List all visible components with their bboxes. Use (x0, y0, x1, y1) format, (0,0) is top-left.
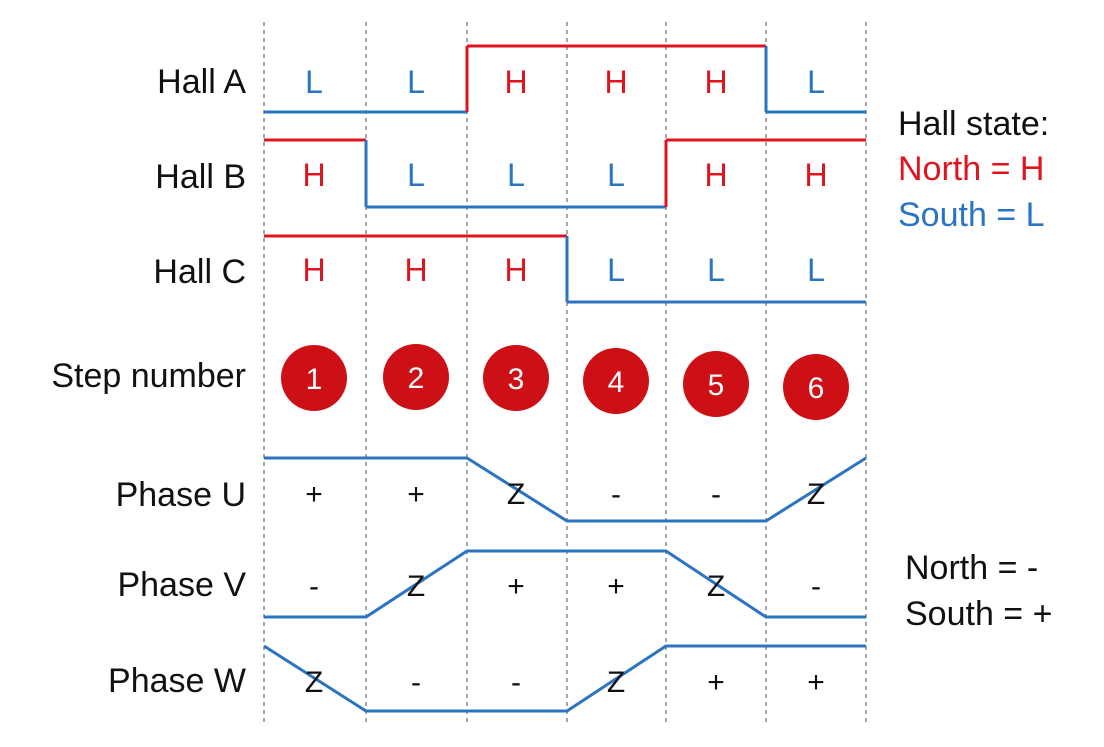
hall-c-state: L (707, 252, 725, 288)
label-hall-b: Hall B (155, 158, 246, 196)
label-phase-u: Phase U (116, 476, 246, 514)
hall-state-cells: L L H H H L H L L L H H H H H L L L (302, 64, 827, 288)
label-phase-v: Phase V (117, 566, 246, 604)
legend-hall-title: Hall state: (898, 105, 1049, 143)
step-circle (683, 351, 749, 417)
legend-phase-south: South = + (905, 595, 1052, 633)
step-number-text: 5 (708, 369, 725, 402)
hall-c-state: L (807, 252, 825, 288)
hall-a-state: H (704, 64, 727, 100)
legend-south-l: South = L (898, 196, 1045, 234)
label-hall-a: Hall A (157, 63, 246, 101)
phase-w-state: + (707, 666, 725, 699)
phase-v-waveform (264, 549, 866, 619)
hall-b-state: H (804, 157, 827, 193)
phase-w-state: - (411, 666, 421, 699)
hall-c-state: H (504, 252, 527, 288)
hall-a-state: L (807, 64, 825, 100)
step-number-text: 2 (408, 362, 425, 395)
step-circle (383, 344, 449, 410)
phase-state-cells: + + Z - - Z - Z + + Z - Z - - Z + + (305, 478, 825, 699)
step-number-text: 1 (306, 363, 323, 396)
phase-u-state: + (305, 478, 323, 511)
phase-u-state: - (711, 478, 721, 511)
step-2-marker: 2 (383, 344, 449, 410)
label-step-number: Step number (51, 357, 246, 395)
step-circle (583, 348, 649, 414)
hall-b-state: H (704, 157, 727, 193)
hall-a-state: H (604, 64, 627, 100)
phase-v-state: + (507, 570, 525, 603)
label-phase-w: Phase W (108, 662, 246, 700)
phase-w-state: - (511, 666, 521, 699)
hall-a-state: L (305, 64, 323, 100)
step-circle (483, 345, 549, 411)
phase-v-state: + (607, 570, 625, 603)
step-6-marker: 6 (783, 354, 849, 420)
phase-w-state: Z (305, 666, 323, 699)
step-1-marker: 1 (281, 345, 347, 411)
hall-c-state: L (607, 252, 625, 288)
hall-b-state: L (607, 157, 625, 193)
phase-w-waveform (263, 644, 866, 713)
hall-b-state: L (407, 157, 425, 193)
step-4-marker: 4 (583, 348, 649, 414)
phase-v-state: Z (707, 570, 725, 603)
step-number-text: 4 (608, 366, 625, 399)
hall-waveforms (264, 44, 866, 304)
step-markers: 1 2 3 4 5 6 (281, 344, 849, 420)
hall-c-state: H (404, 252, 427, 288)
phase-u-state: + (407, 478, 425, 511)
hall-b-state: L (507, 157, 525, 193)
phase-u-state: - (611, 478, 621, 511)
phase-v-state: - (309, 570, 319, 603)
phase-u-state: Z (807, 478, 825, 511)
phase-u-state: Z (507, 478, 525, 511)
hall-c-state: H (302, 252, 325, 288)
phase-w-state: + (807, 666, 825, 699)
legend-north-h: North = H (898, 150, 1044, 188)
phase-v-state: Z (407, 570, 425, 603)
phase-u-waveform (264, 456, 867, 523)
phase-waveforms (263, 456, 867, 713)
step-circle (783, 354, 849, 420)
phase-v-state: - (811, 570, 821, 603)
step-3-marker: 3 (483, 345, 549, 411)
step-5-marker: 5 (683, 351, 749, 417)
step-number-text: 6 (808, 372, 825, 405)
step-circle (281, 345, 347, 411)
label-hall-c: Hall C (153, 253, 246, 291)
hall-a-state: L (407, 64, 425, 100)
hall-b-state: H (302, 157, 325, 193)
step-number-text: 3 (508, 363, 525, 396)
hall-a-state: H (504, 64, 527, 100)
phase-w-state: Z (607, 666, 625, 699)
legend-phase-north: North = - (905, 549, 1038, 587)
